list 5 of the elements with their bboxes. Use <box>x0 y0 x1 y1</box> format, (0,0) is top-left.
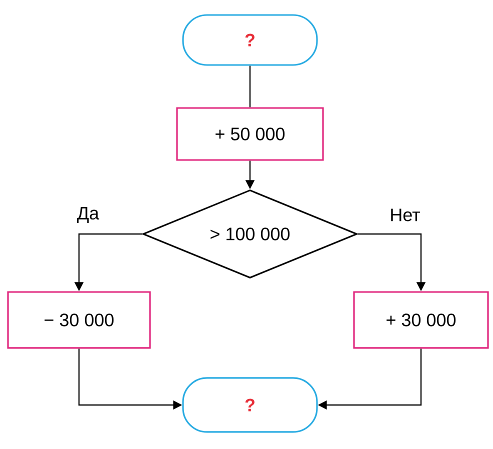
process-box: + 30 000 <box>353 291 489 349</box>
edge-label: Нет <box>391 208 420 222</box>
process-box: + 50 000 <box>176 107 324 161</box>
process-box: − 30 000 <box>7 291 151 349</box>
edge-label: Да <box>77 207 100 223</box>
